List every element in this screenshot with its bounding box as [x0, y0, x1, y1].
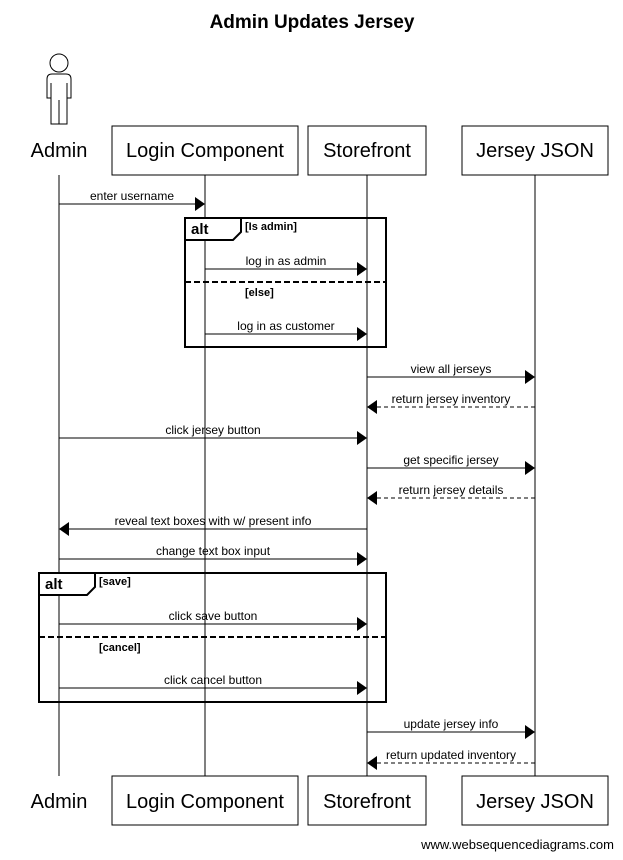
participants-bottom: Admin Login Component Storefront Jersey … — [31, 775, 609, 826]
message-arrowhead — [525, 725, 535, 739]
message-enter-username: enter username — [59, 189, 205, 211]
message-arrowhead — [59, 522, 69, 536]
message-label: log in as customer — [237, 319, 334, 333]
participant-login-component-box — [111, 125, 299, 176]
message-label: log in as admin — [246, 254, 327, 268]
alt-frame-tab — [184, 217, 242, 241]
message-label: view all jerseys — [411, 362, 492, 376]
message-label: return jersey inventory — [392, 392, 511, 406]
message-click-save-button: click save button — [59, 609, 367, 631]
diagram-title: Admin Updates Jersey — [210, 12, 415, 33]
participant-login-component-box-bottom — [111, 775, 299, 826]
alt-frame-condition: [save] — [99, 576, 131, 588]
messages: enter username log in as admin log in as c… — [59, 189, 535, 770]
message-arrowhead — [357, 327, 367, 341]
message-label: update jersey info — [404, 717, 499, 731]
message-arrowhead — [195, 197, 205, 211]
message-label: click save button — [169, 609, 258, 623]
participant-jersey-json-label: Jersey JSON — [476, 140, 594, 162]
message-click-jersey-button: click jersey button — [59, 423, 367, 445]
message-get-specific-jersey: get specific jersey — [367, 453, 535, 475]
participant-jersey-json-label-bottom: Jersey JSON — [476, 791, 594, 813]
message-label: return updated inventory — [386, 748, 516, 762]
participant-admin-label-bottom: Admin — [31, 791, 88, 813]
alt-frame-save: alt [save] [cancel] — [38, 572, 387, 703]
message-update-jersey-info: update jersey info — [367, 717, 535, 739]
message-change-text-box-input: change text box input — [59, 544, 367, 566]
message-arrowhead — [525, 370, 535, 384]
message-label: click jersey button — [165, 423, 260, 437]
message-label: click cancel button — [164, 673, 262, 687]
watermark-text: www.websequencediagrams.com — [420, 837, 614, 852]
alt-frame-keyword: alt — [45, 576, 63, 593]
message-return-jersey-inventory: return jersey inventory — [367, 392, 535, 414]
alt-frame-else-condition: [cancel] — [99, 642, 141, 654]
participant-admin-label: Admin — [31, 140, 88, 162]
participants-top: Admin Login Component Storefront Jersey … — [31, 53, 609, 176]
participant-jersey-json-box — [461, 125, 609, 176]
message-arrowhead — [367, 491, 377, 505]
message-arrowhead — [357, 262, 367, 276]
participant-storefront-label: Storefront — [323, 140, 411, 162]
lifelines — [58, 175, 536, 776]
message-log-in-as-customer: log in as customer — [205, 319, 367, 341]
message-label: return jersey details — [399, 483, 504, 497]
alt-frame-is-admin: alt [Is admin] [else] — [184, 217, 387, 348]
participant-login-component-label: Login Component — [126, 140, 284, 162]
message-arrowhead — [367, 400, 377, 414]
message-view-all-jerseys: view all jerseys — [367, 362, 535, 384]
message-arrowhead — [357, 617, 367, 631]
participant-storefront-box-bottom — [307, 775, 427, 826]
admin-actor-icon — [46, 53, 72, 125]
message-return-updated-inventory: return updated inventory — [367, 748, 535, 770]
message-arrowhead — [525, 461, 535, 475]
message-label: enter username — [90, 189, 174, 203]
message-label: change text box input — [156, 544, 271, 558]
alt-frame-else-condition: [else] — [245, 287, 274, 299]
alt-frame-tab — [38, 572, 96, 596]
message-label: reveal text boxes with w/ present info — [115, 514, 312, 528]
message-reveal-text-boxes-with-w-present-info: reveal text boxes with w/ present info — [59, 514, 367, 536]
message-log-in-as-admin: log in as admin — [205, 254, 367, 276]
message-return-jersey-details: return jersey details — [367, 483, 535, 505]
alt-frame-condition: [Is admin] — [245, 221, 297, 233]
message-click-cancel-button: click cancel button — [59, 673, 367, 695]
participant-login-component-label-bottom: Login Component — [126, 791, 284, 813]
message-arrowhead — [367, 756, 377, 770]
alt-frame-keyword: alt — [191, 221, 209, 238]
participant-jersey-json-box-bottom — [461, 775, 609, 826]
message-arrowhead — [357, 552, 367, 566]
participant-storefront-label-bottom: Storefront — [323, 791, 411, 813]
message-label: get specific jersey — [403, 453, 498, 467]
message-arrowhead — [357, 681, 367, 695]
participant-storefront-box — [307, 125, 427, 176]
message-arrowhead — [357, 431, 367, 445]
